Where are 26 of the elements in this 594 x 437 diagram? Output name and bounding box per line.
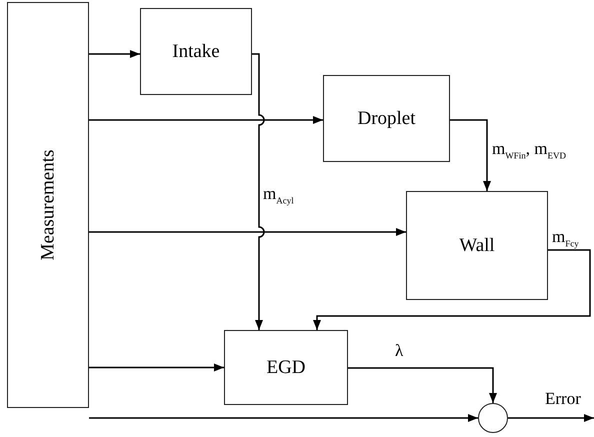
arrow (252, 53, 265, 330)
process-box (224, 330, 348, 405)
summing-junction (478, 403, 508, 433)
edge-label: m$_{Acyl}$ (263, 185, 294, 206)
process-box (406, 191, 548, 300)
block-label: Wall (459, 234, 495, 256)
arrow (89, 50, 140, 58)
edge-label: m$_{Fcy}$ (552, 228, 579, 248)
measurements-block (7, 2, 89, 408)
block-label: Intake (172, 40, 220, 62)
arrow (313, 249, 591, 330)
block-label: EGD (266, 356, 306, 378)
arrow (89, 364, 224, 372)
process-box (323, 75, 450, 162)
arrow (89, 414, 478, 422)
arrow (508, 414, 594, 422)
block-label: Droplet (357, 108, 416, 130)
arrow (89, 116, 323, 124)
block-label: Measurements (37, 150, 59, 260)
edge-label: Error (545, 390, 581, 407)
edge-label: λ (395, 342, 404, 359)
process-box (140, 8, 252, 95)
arrow (450, 119, 491, 191)
arrow (348, 367, 497, 403)
arrow (89, 228, 406, 236)
edge-label: m$_{WFin}$, m$_{EVD}$ (492, 140, 566, 160)
